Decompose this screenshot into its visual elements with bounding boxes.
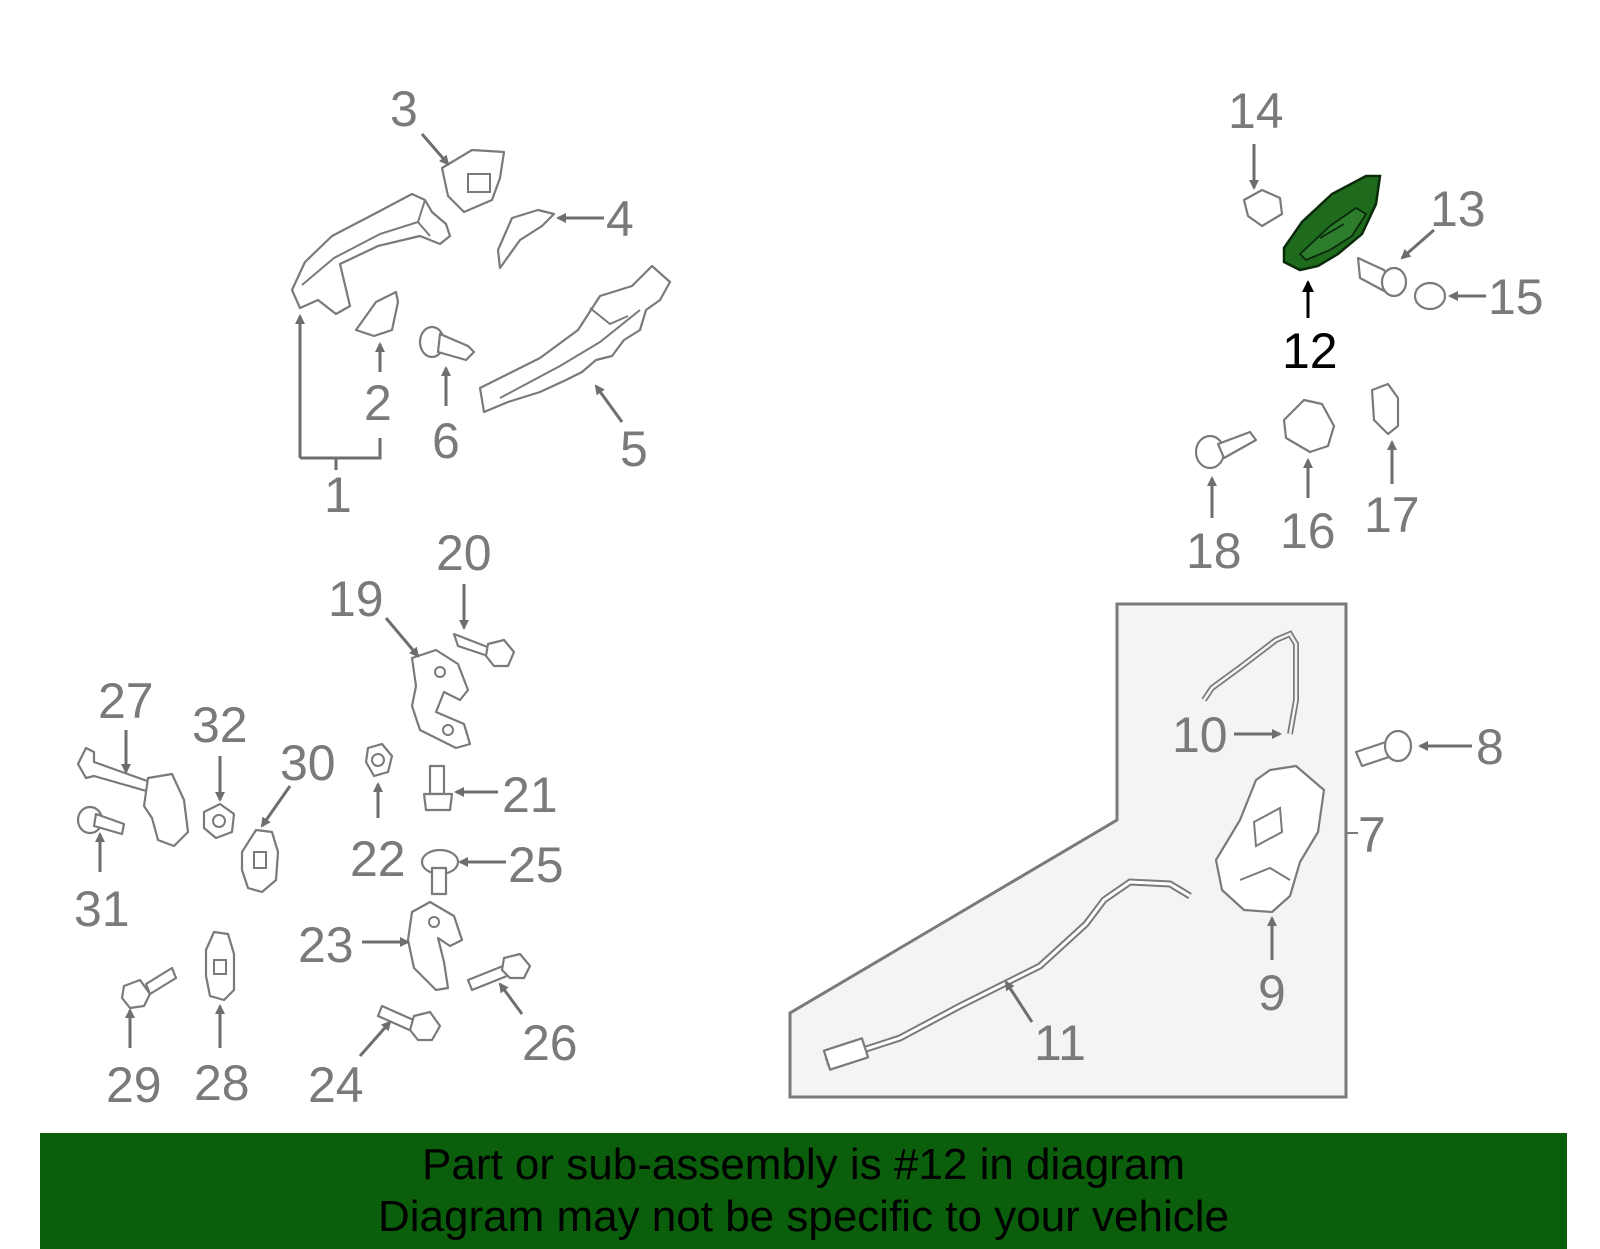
- part-13-screw: [1356, 256, 1408, 298]
- label-28: 28: [194, 1055, 250, 1111]
- part-27-check-strap: [76, 746, 190, 848]
- part-26-bolt: [466, 952, 532, 992]
- part-28-plate: [204, 930, 236, 1002]
- label-14: 14: [1228, 83, 1284, 139]
- label-1: 1: [324, 467, 352, 523]
- part-21-bolt: [422, 764, 454, 812]
- label-11: 11: [1034, 1015, 1086, 1071]
- part-19-hinge: [410, 648, 472, 750]
- part-6-screw: [418, 325, 476, 362]
- part-11-cable: [822, 878, 1192, 1071]
- part-18-screw: [1194, 430, 1258, 470]
- label-27: 27: [98, 673, 154, 729]
- label-8: 8: [1476, 719, 1504, 775]
- part-3: [440, 148, 506, 214]
- label-19: 19: [328, 571, 384, 627]
- label-12-highlighted: 12: [1282, 323, 1338, 379]
- assembly-box-7: [788, 602, 1348, 1099]
- label-15: 15: [1488, 269, 1544, 325]
- label-17: 17: [1364, 487, 1420, 543]
- label-9: 9: [1258, 965, 1286, 1021]
- label-20: 20: [436, 525, 492, 581]
- part-9-latch: [1214, 764, 1326, 914]
- part-17-pad: [1370, 382, 1400, 436]
- label-29: 29: [106, 1057, 162, 1113]
- label-25: 25: [508, 837, 564, 893]
- part-25-bolt: [420, 848, 460, 896]
- label-7: 7: [1358, 807, 1386, 863]
- part-20-bolt: [452, 632, 516, 668]
- banner-line-2: Diagram may not be specific to your vehi…: [377, 1192, 1230, 1241]
- label-23: 23: [298, 917, 354, 973]
- label-26: 26: [522, 1015, 578, 1071]
- part-5-handle-bracket: [478, 264, 672, 414]
- label-31: 31: [74, 881, 130, 937]
- label-2: 2: [364, 375, 392, 431]
- part-14-clip: [1242, 188, 1284, 228]
- callout-labels: 1 2 3 4 5 6 7 8 9 10 11 12 13 14 15 16 1…: [74, 81, 1544, 1113]
- part-22-nut: [364, 742, 394, 778]
- leader-lines: [95, 133, 1486, 1057]
- label-6: 6: [432, 413, 460, 469]
- banner-line-1: Part or sub-assembly is #12 in diagram: [422, 1140, 1185, 1189]
- label-21: 21: [502, 767, 558, 823]
- label-4: 4: [606, 191, 634, 247]
- label-13: 13: [1430, 181, 1486, 237]
- part-2: [354, 290, 400, 338]
- part-4: [496, 208, 556, 270]
- label-18: 18: [1186, 523, 1242, 579]
- label-5: 5: [620, 421, 648, 477]
- part-12-inner-handle-highlighted: [1282, 174, 1382, 272]
- label-32: 32: [192, 697, 248, 753]
- label-10: 10: [1172, 707, 1228, 763]
- part-1-outer-handle: [290, 192, 452, 316]
- part-23-hinge: [406, 900, 464, 992]
- label-22: 22: [350, 831, 406, 887]
- label-30: 30: [280, 735, 336, 791]
- part-8-screw: [1354, 729, 1413, 768]
- part-24-bolt: [376, 1004, 442, 1042]
- label-16: 16: [1280, 503, 1336, 559]
- part-16-bracket: [1282, 398, 1336, 454]
- label-3: 3: [390, 81, 418, 137]
- part-31-bolt: [76, 805, 126, 836]
- part-15-clip: [1413, 281, 1447, 311]
- part-29-bolt: [120, 966, 178, 1010]
- label-24: 24: [308, 1057, 364, 1113]
- info-banner: Part or sub-assembly is #12 in diagram D…: [40, 1133, 1567, 1249]
- part-30-plate: [240, 828, 280, 894]
- part-32-nut: [202, 802, 236, 840]
